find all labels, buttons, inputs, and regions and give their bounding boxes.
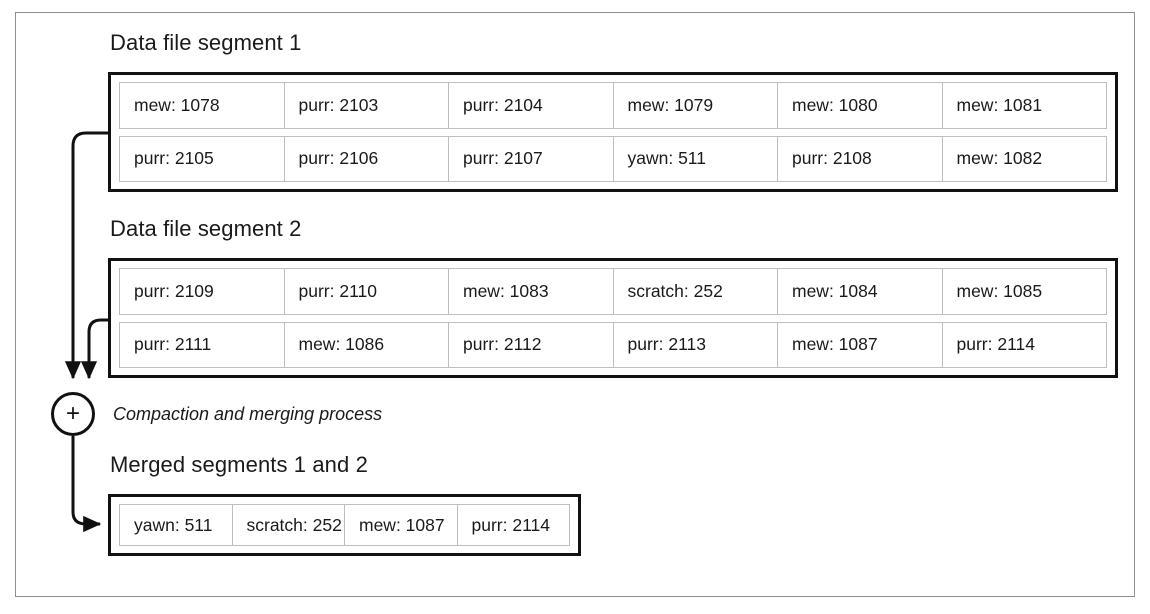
data-cell: purr: 2105 [119,135,285,182]
plus-icon: + [65,400,80,427]
data-cell: mew: 1087 [344,504,458,546]
process-caption: Compaction and merging process [113,404,383,424]
data-cell: mew: 1084 [777,268,943,315]
data-cell: purr: 2104 [448,82,614,129]
segment-1-box: mew: 1078 purr: 2103 purr: 2104 mew: 107… [108,72,1118,192]
data-cell: purr: 2103 [283,82,449,129]
data-cell: mew: 1086 [283,321,449,368]
data-cell: purr: 2114 [456,504,570,546]
merged-row-1: yawn: 511 scratch: 252 mew: 1087 purr: 2… [119,504,570,546]
segment-2-row-1: purr: 2109 purr: 2110 mew: 1083 scratch:… [119,268,1107,315]
merge-plus-node: + [51,392,95,436]
merged-title: Merged segments 1 and 2 [110,452,368,477]
data-cell: purr: 2113 [612,321,778,368]
data-cell: scratch: 252 [612,268,778,315]
data-cell: mew: 1078 [119,82,285,129]
data-cell: purr: 2109 [119,268,285,315]
data-cell: yawn: 511 [612,135,778,182]
data-cell: yawn: 511 [119,504,233,546]
data-cell: purr: 2112 [448,321,614,368]
data-cell: scratch: 252 [231,504,345,546]
data-cell: purr: 2114 [941,321,1107,368]
data-cell: mew: 1081 [941,82,1107,129]
data-cell: purr: 2107 [448,135,614,182]
segment-1-title: Data file segment 1 [110,30,302,55]
merged-box: yawn: 511 scratch: 252 mew: 1087 purr: 2… [108,494,581,556]
data-cell: purr: 2111 [119,321,285,368]
data-cell: mew: 1082 [941,135,1107,182]
segment-1-row-1: mew: 1078 purr: 2103 purr: 2104 mew: 107… [119,82,1107,129]
data-cell: mew: 1085 [941,268,1107,315]
data-cell: purr: 2110 [283,268,449,315]
data-cell: mew: 1083 [448,268,614,315]
segment-1-row-2: purr: 2105 purr: 2106 purr: 2107 yawn: 5… [119,135,1107,182]
data-cell: mew: 1079 [612,82,778,129]
data-cell: purr: 2106 [283,135,449,182]
segment-2-title: Data file segment 2 [110,216,302,241]
segment-2-box: purr: 2109 purr: 2110 mew: 1083 scratch:… [108,258,1118,378]
data-cell: purr: 2108 [777,135,943,182]
segment-2-row-2: purr: 2111 mew: 1086 purr: 2112 purr: 21… [119,321,1107,368]
data-cell: mew: 1080 [777,82,943,129]
data-cell: mew: 1087 [777,321,943,368]
